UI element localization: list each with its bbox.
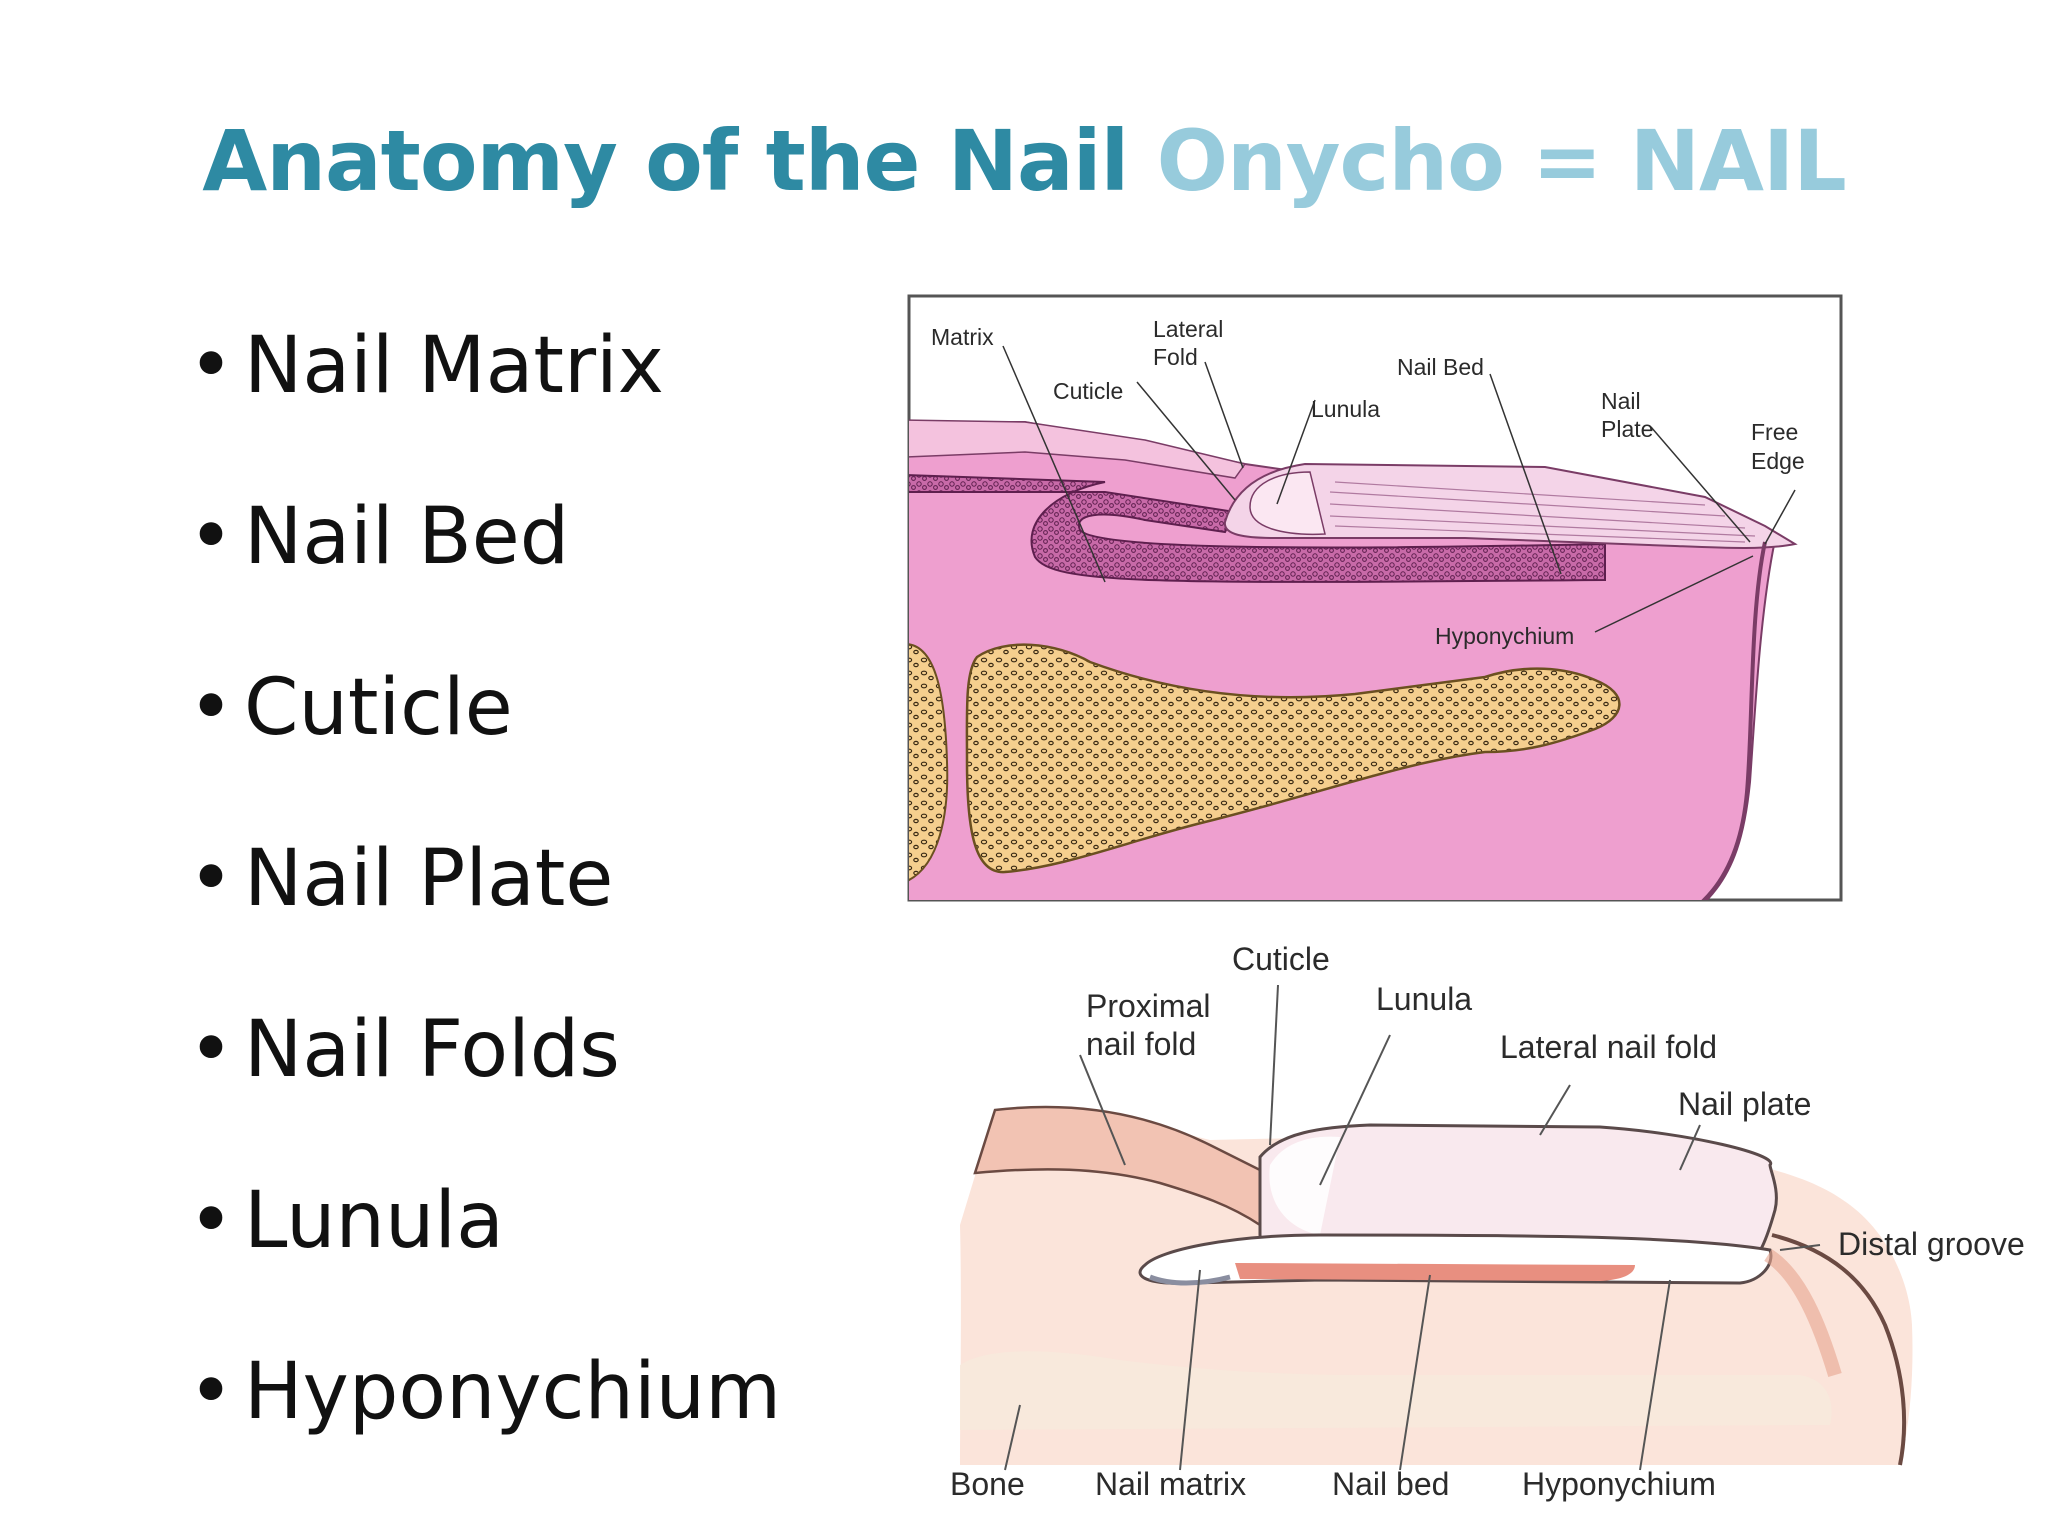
label-lunula: Lunula xyxy=(1311,396,1380,422)
label-proximal-2: nail fold xyxy=(1086,1026,1196,1062)
bullet-dot: • xyxy=(188,321,235,411)
nail-cross-section-diagram: Matrix Lateral Fold Cuticle Lunula Nail … xyxy=(907,294,1843,902)
label-hyponychium-b: Hyponychium xyxy=(1522,1466,1716,1502)
label-nail-matrix: Nail matrix xyxy=(1095,1466,1246,1502)
label-matrix: Matrix xyxy=(931,324,994,350)
label-cuticle-b: Cuticle xyxy=(1232,941,1330,977)
proximal-nail-fold xyxy=(973,1105,1262,1228)
bullet-dot: • xyxy=(188,1347,235,1437)
bullet-dot: • xyxy=(188,1176,235,1266)
leader-lines-bottom xyxy=(1004,984,1821,1471)
distal-phalanx xyxy=(965,643,1621,874)
label-free: Free xyxy=(1751,419,1798,445)
proximal-bone xyxy=(909,643,949,881)
label-plate: Plate xyxy=(1601,416,1653,442)
bullet-dot: • xyxy=(188,834,235,924)
label-edge: Edge xyxy=(1751,448,1805,474)
label-hyponychium: Hyponychium xyxy=(1435,623,1574,649)
bullet-text: Cuticle xyxy=(244,663,513,753)
label-nail: Nail xyxy=(1601,388,1641,414)
bullet-item: •Hyponychium xyxy=(188,1326,781,1497)
bullet-text: Nail Bed xyxy=(244,492,570,582)
label-distal-groove: Distal groove xyxy=(1838,1226,2025,1262)
label-nail-bed: Nail Bed xyxy=(1397,354,1484,380)
label-lateral-nail-fold: Lateral nail fold xyxy=(1500,1029,1717,1065)
label-proximal-1: Proximal xyxy=(1086,988,1210,1024)
bullet-dot: • xyxy=(188,663,235,753)
bullet-dot: • xyxy=(188,492,235,582)
bullet-item: •Cuticle xyxy=(188,642,781,813)
bullet-item: •Nail Plate xyxy=(188,813,781,984)
nail-structures-diagram: Cuticle Proximal nail fold Lunula Latera… xyxy=(950,941,2025,1502)
proximal-fold xyxy=(909,419,1247,479)
bullet-list: •Nail Matrix •Nail Bed •Cuticle •Nail Pl… xyxy=(188,300,781,1497)
bullet-item: •Nail Folds xyxy=(188,984,781,1155)
bullet-item: •Lunula xyxy=(188,1155,781,1326)
bullet-dot: • xyxy=(188,1005,235,1095)
title-sub: Onycho = NAIL xyxy=(1156,112,1847,210)
label-fold: Fold xyxy=(1153,344,1198,370)
label-lunula-b: Lunula xyxy=(1376,981,1472,1017)
lunula xyxy=(1249,471,1326,536)
label-cuticle: Cuticle xyxy=(1053,378,1123,404)
bullet-text: Lunula xyxy=(244,1176,504,1266)
label-bone: Bone xyxy=(950,1466,1025,1502)
bullet-item: •Nail Matrix xyxy=(188,300,781,471)
bullet-text: Hyponychium xyxy=(244,1347,782,1437)
bullet-text: Nail Matrix xyxy=(244,321,664,411)
title-main: Anatomy of the Nail xyxy=(202,112,1129,210)
bone-shape xyxy=(960,1351,1832,1430)
label-nail-plate-b: Nail plate xyxy=(1678,1086,1811,1122)
leader-lines xyxy=(1002,345,1796,633)
label-lateral: Lateral xyxy=(1153,316,1223,342)
bullet-text: Nail Folds xyxy=(244,1005,620,1095)
bullet-text: Nail Plate xyxy=(244,834,614,924)
slide-title: Anatomy of the Nail Onycho = NAIL xyxy=(0,112,2048,210)
label-nail-bed-b: Nail bed xyxy=(1332,1466,1449,1502)
nail-bed-band xyxy=(1235,1263,1635,1281)
bullet-item: •Nail Bed xyxy=(188,471,781,642)
lunula-shape xyxy=(1269,1136,1340,1235)
